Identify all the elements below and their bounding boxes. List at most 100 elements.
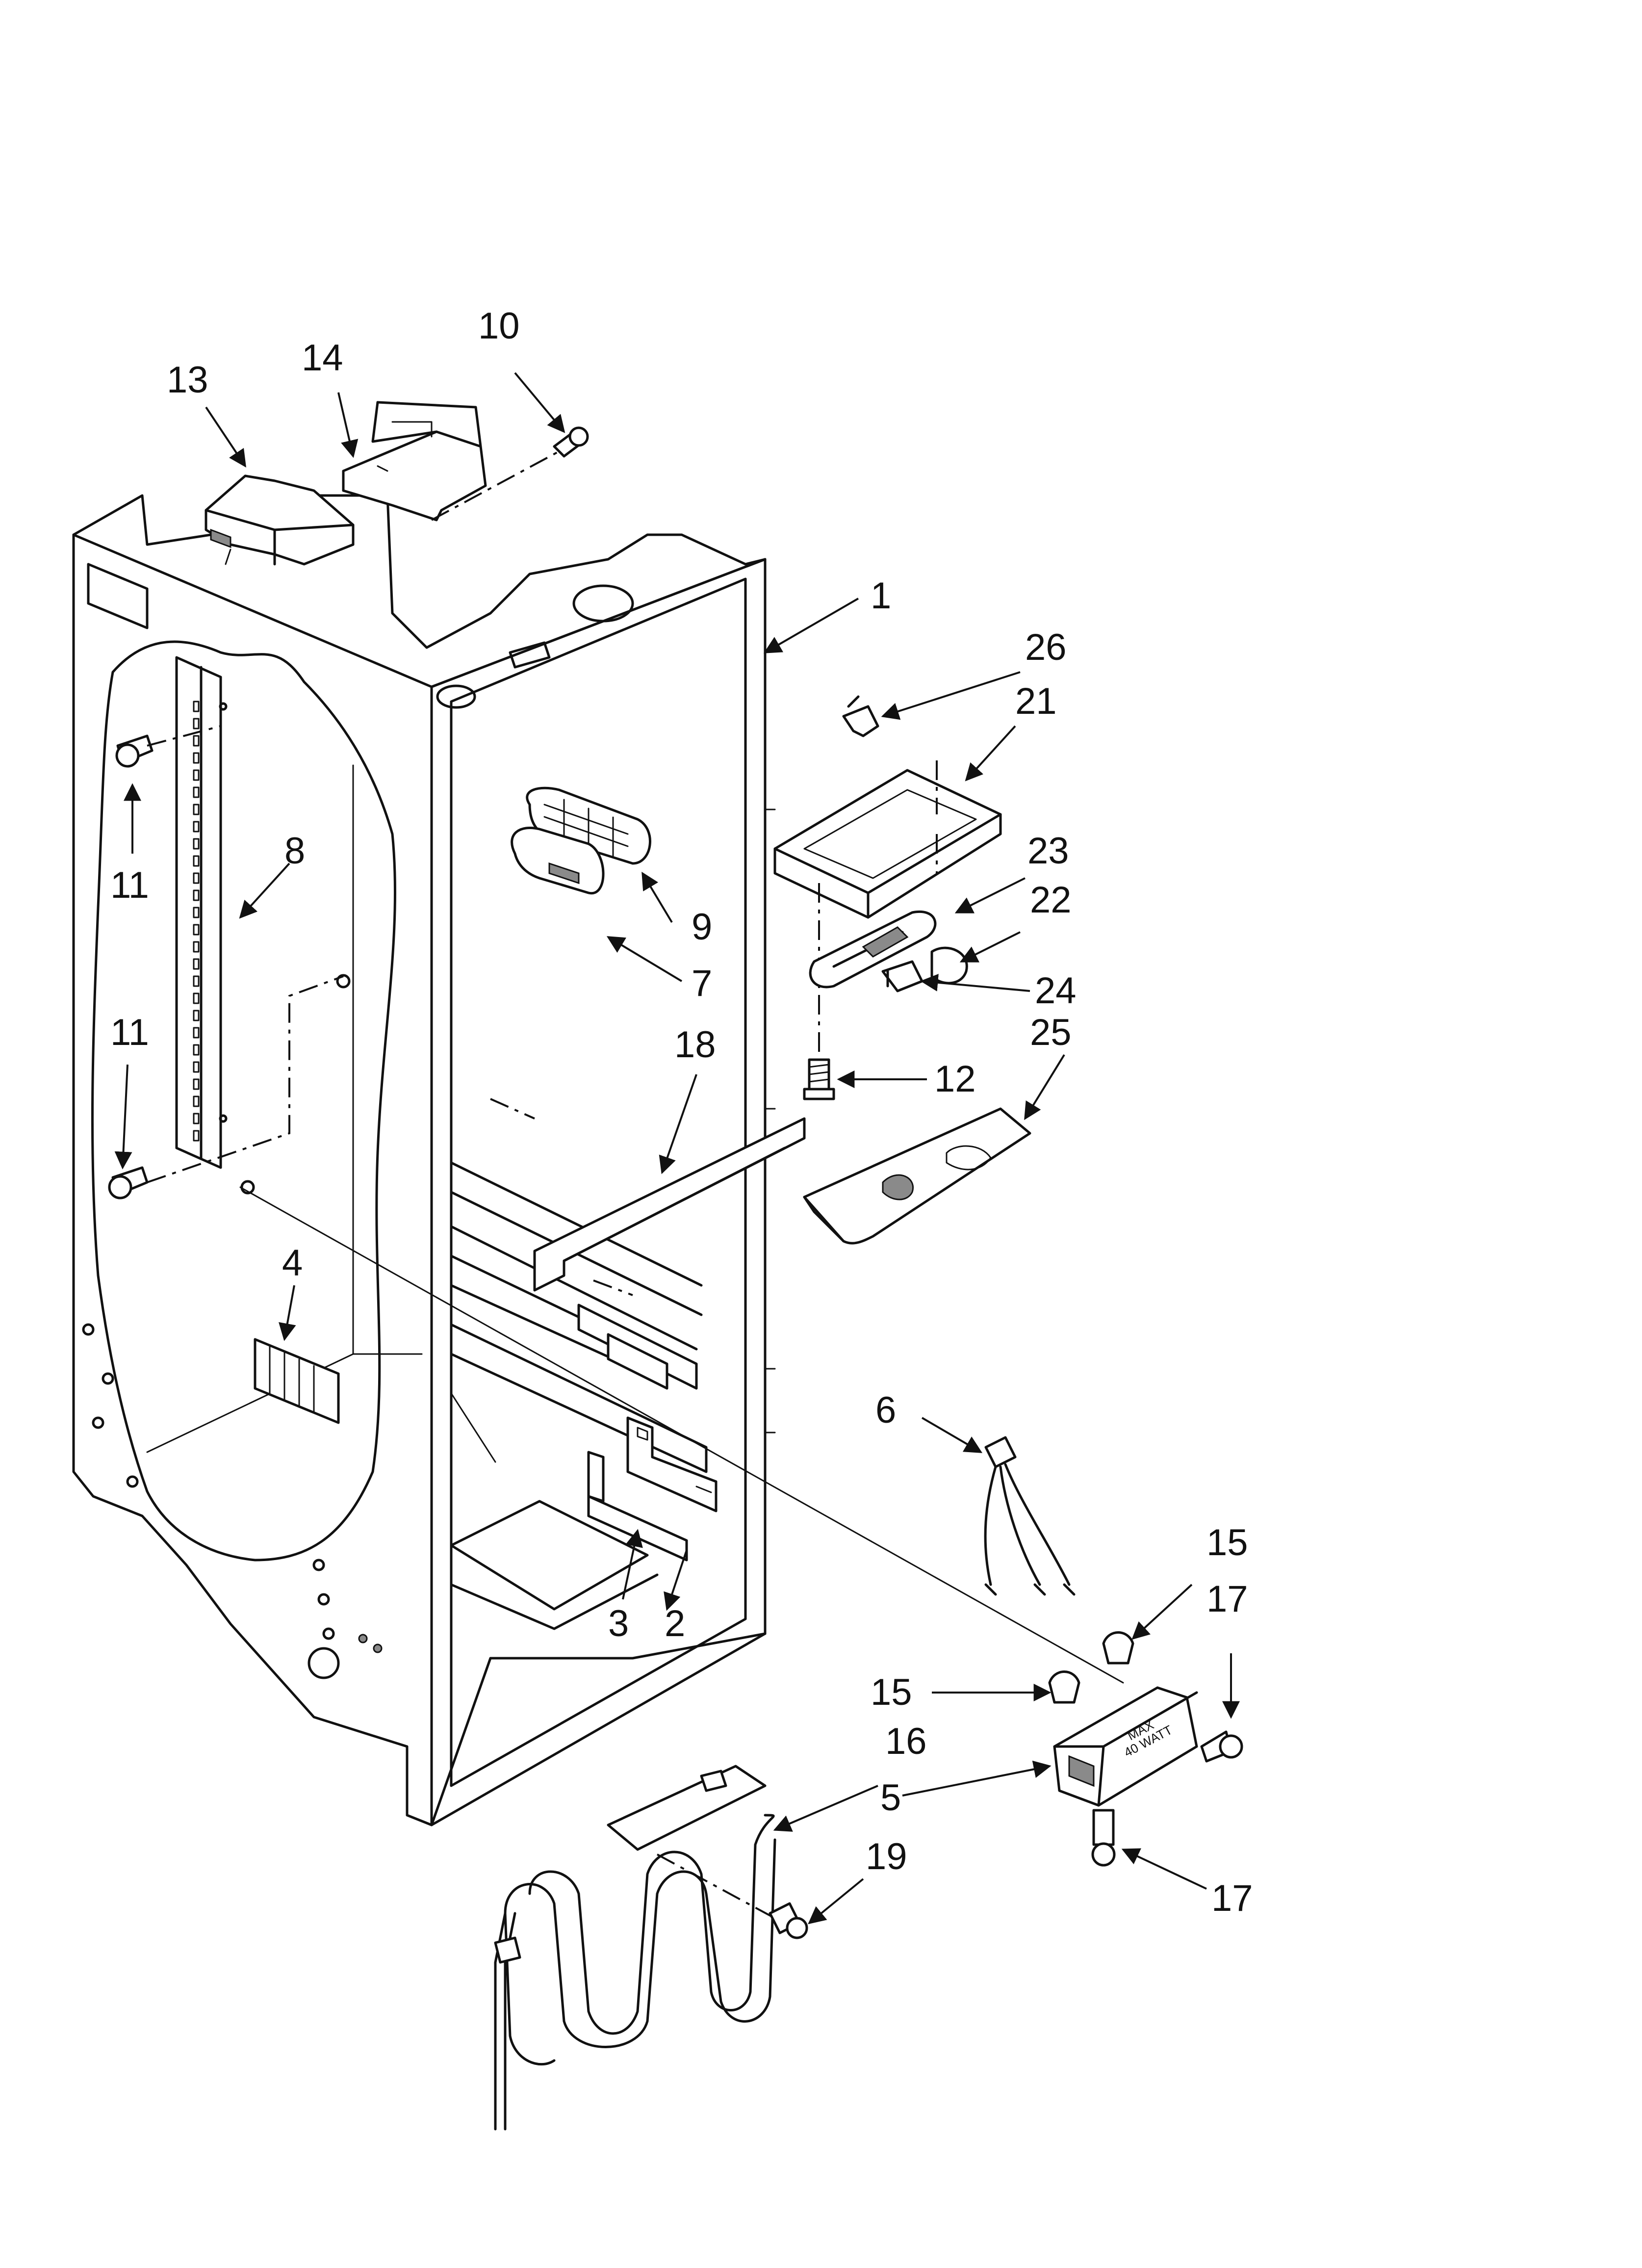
screw-11-lower [108, 1166, 149, 1199]
leader-17b [1121, 1848, 1207, 1890]
ladder-slot [193, 889, 200, 901]
leader-19 [808, 1878, 864, 1925]
leader-1 [763, 598, 859, 653]
leader-8 [641, 871, 673, 923]
ladder-slot [193, 769, 200, 781]
callout-23: 23 [1027, 830, 1069, 872]
ladder-slot [193, 821, 200, 833]
leader-24 [920, 974, 1030, 992]
leader-22 [959, 931, 1021, 963]
callout-13: 13 [167, 359, 208, 401]
callout-15-right: 15 [1206, 1522, 1248, 1564]
callout-22: 22 [1030, 879, 1072, 921]
screw-12 [803, 1058, 835, 1100]
callout-5: 5 [880, 1777, 901, 1819]
trim-strip-3 [587, 1451, 688, 1562]
ladder-slot [193, 701, 200, 712]
ladder-slot [193, 1061, 200, 1073]
callout-16: 16 [885, 1721, 927, 1762]
screw-10-axis [431, 450, 560, 521]
ladder-slot [193, 804, 200, 815]
callout-3: 3 [608, 1603, 629, 1644]
ladder-slot [193, 735, 200, 747]
ladder-slot [193, 786, 200, 798]
ladder-slot [193, 1095, 200, 1107]
clip-15-right [1102, 1631, 1134, 1665]
screw-19 [769, 1902, 808, 1939]
lamp-socket-24 [881, 960, 924, 992]
defrost-heater-16 [494, 1765, 776, 2131]
ladder-slot [193, 1010, 200, 1021]
leader-4 [279, 1285, 296, 1341]
ladder-slot [193, 1044, 200, 1056]
assembly-line-light-housing [239, 1186, 1124, 1684]
callout-21: 21 [1015, 680, 1057, 722]
trim-strip-2 [626, 1416, 718, 1512]
callout-10: 10 [478, 305, 520, 347]
leader-6 [921, 1417, 983, 1453]
ladder-slot [193, 924, 200, 936]
callout-11-upper: 11 [110, 864, 149, 906]
shelf-ladder-rail [175, 656, 351, 1195]
callout-17-upper: 17 [1206, 1578, 1248, 1620]
lens-holder-23 [809, 911, 937, 989]
clip-15-left [1048, 1670, 1080, 1704]
leader-23 [954, 877, 1026, 913]
refrigerator-liner [72, 494, 776, 1826]
ladder-slot [193, 1113, 200, 1124]
screw-11-upper-axis [147, 725, 221, 747]
callout-15-left: 15 [871, 1671, 912, 1713]
channel-18 [490, 1098, 806, 1296]
leader-8b [239, 862, 290, 919]
screw-11-upper [115, 734, 154, 768]
callout-6: 6 [875, 1389, 896, 1431]
ladder-slot [193, 1130, 200, 1142]
callout-19: 19 [866, 1836, 907, 1877]
leader-26 [881, 671, 1021, 720]
cover-7 [511, 826, 605, 895]
callout-11-lower: 11 [110, 1012, 149, 1053]
leader-13 [205, 406, 246, 468]
ladder-slot [193, 752, 200, 764]
callout-labels: 1 2 3 4 5 6 7 8 9 10 11 11 12 13 14 15 1… [110, 305, 1253, 1919]
callout-26: 26 [1025, 626, 1067, 668]
screw-10 [553, 426, 589, 458]
callout-14: 14 [302, 337, 343, 379]
callout-24: 24 [1035, 970, 1077, 1012]
leader-25 [1024, 1054, 1065, 1121]
light-shield-25 [803, 1107, 1031, 1245]
ladder-slot [193, 872, 200, 884]
callout-1: 1 [871, 575, 891, 617]
ladder-slot [193, 907, 200, 918]
ladder-slot [193, 1027, 200, 1039]
callout-9: 9 [692, 906, 712, 948]
screw-11-lower-axis [147, 975, 344, 1183]
callout-12: 12 [934, 1058, 976, 1100]
leader-11b [114, 1064, 132, 1170]
air-grille [254, 1338, 340, 1424]
screw-17-lower [1091, 1809, 1116, 1867]
callout-18: 18 [674, 1024, 716, 1066]
wire-harness-6 [984, 1436, 1076, 1596]
callout-7: 7 [692, 963, 712, 1004]
leader-2 [664, 1550, 688, 1611]
callout-leaders [114, 372, 1240, 1925]
leader-18 [659, 1074, 697, 1174]
ladder-slot [193, 941, 200, 953]
callout-17-lower: 17 [1211, 1877, 1253, 1919]
leader-5 [902, 1760, 1052, 1797]
ladder-slot [193, 1078, 200, 1090]
light-bulb-22 [930, 946, 968, 985]
ladder-slot [193, 958, 200, 970]
leader-10 [514, 372, 565, 433]
callout-8: 8 [284, 830, 305, 872]
callout-4: 4 [282, 1242, 303, 1284]
ladder-slot [193, 975, 200, 987]
ladder-slot [193, 992, 200, 1004]
ladder-slot [193, 838, 200, 850]
clip-26 [842, 695, 879, 737]
light-socket-housing-5: MAX 40 WATT [1053, 1686, 1198, 1807]
callout-2: 2 [665, 1603, 685, 1644]
control-housing-13 [205, 474, 355, 566]
